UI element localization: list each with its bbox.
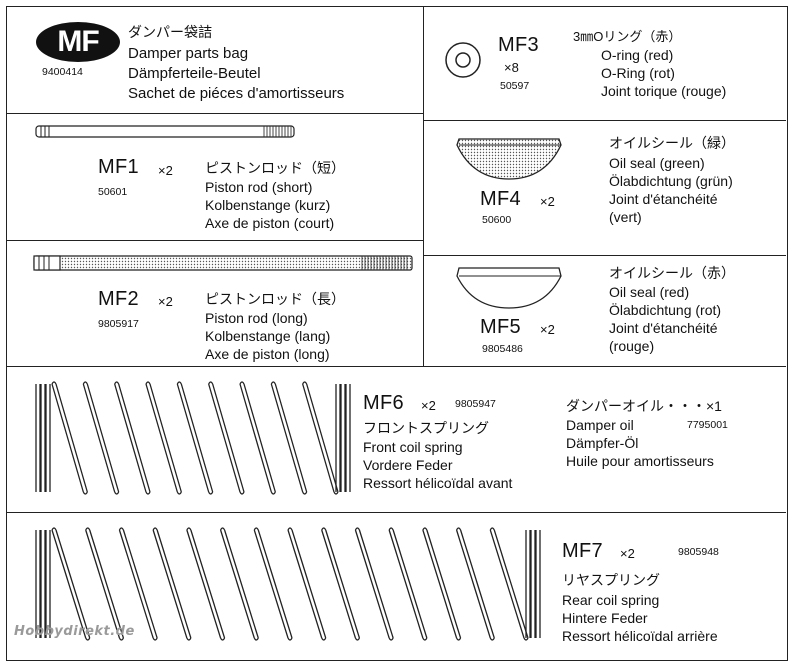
oil-de: Dämpfer-Öl	[566, 435, 639, 451]
mf2-en: Piston rod (long)	[205, 310, 308, 326]
o-ring-icon	[445, 42, 481, 78]
logo-text: MF	[57, 25, 99, 58]
divider-mf3-mf4	[423, 120, 786, 121]
front-coil-spring-icon	[35, 381, 351, 495]
rear-coil-spring-icon	[35, 527, 541, 641]
mf2-jp: ピストンロッド（長）	[205, 291, 345, 307]
mf6-id: MF6	[363, 392, 404, 414]
mf7-qty: ×2	[620, 546, 635, 561]
mf4-en: Oil seal (green)	[609, 155, 705, 171]
mf4-de: Ölabdichtung (grün)	[609, 173, 733, 189]
mf5-fr: Joint d'étanchéité	[609, 320, 718, 336]
mf2-qty: ×2	[158, 294, 173, 309]
oil-fr: Huile pour amortisseurs	[566, 453, 714, 469]
mf5-fr2: (rouge)	[609, 338, 655, 354]
mf5-id: MF5	[480, 316, 521, 338]
mf5-code: 9805486	[482, 343, 523, 355]
mf1-qty: ×2	[158, 163, 173, 178]
divider-rods-springs	[6, 366, 786, 367]
mf4-id: MF4	[480, 188, 521, 210]
mf2-de: Kolbenstange (lang)	[205, 328, 331, 344]
mf4-jp: オイルシール（緑）	[609, 135, 735, 151]
mf7-code: 9805948	[678, 546, 719, 558]
mf3-jp: 3㎜Oリング（赤）	[573, 29, 682, 44]
piston-rod-short-icon	[35, 125, 295, 138]
mf6-de: Vordere Feder	[363, 457, 453, 473]
header-title-en: Damper parts bag	[128, 45, 249, 62]
watermark: Hobbydirekt.de	[14, 624, 135, 639]
oil-seal-red-icon	[456, 267, 562, 309]
header-title-jp: ダンパー袋詰	[128, 24, 212, 40]
mf6-qty: ×2	[421, 398, 436, 413]
divider-mf6-mf7	[6, 512, 786, 513]
mf4-code: 50600	[482, 214, 512, 226]
vertical-divider	[423, 6, 424, 366]
mf4-fr2: (vert)	[609, 209, 642, 225]
mf1-id: MF1	[98, 156, 139, 178]
mf4-qty: ×2	[540, 194, 555, 209]
mf7-fr: Ressort hélicoïdal arrière	[562, 628, 718, 644]
mf3-qty: ×8	[504, 60, 519, 75]
mf3-code: 50597	[500, 80, 530, 92]
mf5-jp: オイルシール（赤）	[609, 265, 735, 281]
mf5-en: Oil seal (red)	[609, 284, 690, 300]
page-frame	[6, 6, 788, 661]
mf1-code: 50601	[98, 186, 128, 198]
header-title-fr: Sachet de piéces d'amortisseurs	[128, 85, 345, 102]
mf3-en: O-ring (red)	[601, 47, 674, 63]
mf6-code: 9805947	[455, 398, 496, 410]
oil-en: Damper oil	[566, 417, 634, 433]
logo-code: 9400414	[42, 66, 83, 78]
oil-jp: ダンパーオイル・・・×1	[566, 398, 722, 414]
divider-mf4-mf5	[423, 255, 786, 256]
mf1-fr: Axe de piston (court)	[205, 215, 335, 231]
mf1-de: Kolbenstange (kurz)	[205, 197, 331, 213]
mf6-en: Front coil spring	[363, 439, 463, 455]
mf2-id: MF2	[98, 288, 139, 310]
mf3-de: O-Ring (rot)	[601, 65, 675, 81]
mf6-fr: Ressort hélicoïdal avant	[363, 475, 513, 491]
mf7-en: Rear coil spring	[562, 592, 660, 608]
mf3-fr: Joint torique (rouge)	[601, 83, 727, 99]
mf1-jp: ピストンロッド（短）	[205, 160, 345, 176]
mf7-jp: リヤスプリング	[562, 572, 660, 588]
mf4-fr: Joint d'étanchéité	[609, 191, 718, 207]
mf3-id: MF3	[498, 34, 539, 56]
mf7-id: MF7	[562, 540, 603, 562]
mf2-code: 9805917	[98, 318, 139, 330]
oil-seal-green-icon	[456, 138, 562, 180]
mf6-jp: フロントスプリング	[363, 420, 489, 436]
mf-logo: MF	[36, 22, 120, 62]
oil-code: 7795001	[687, 419, 728, 431]
mf2-fr: Axe de piston (long)	[205, 346, 330, 362]
divider-mf1-mf2	[6, 240, 423, 241]
piston-rod-long-icon	[33, 255, 413, 271]
mf5-qty: ×2	[540, 322, 555, 337]
divider-header	[6, 113, 423, 114]
mf5-de: Ölabdichtung (rot)	[609, 302, 722, 318]
header-title-de: Dämpferteile-Beutel	[128, 65, 261, 82]
mf7-de: Hintere Feder	[562, 610, 648, 626]
mf1-en: Piston rod (short)	[205, 179, 313, 195]
